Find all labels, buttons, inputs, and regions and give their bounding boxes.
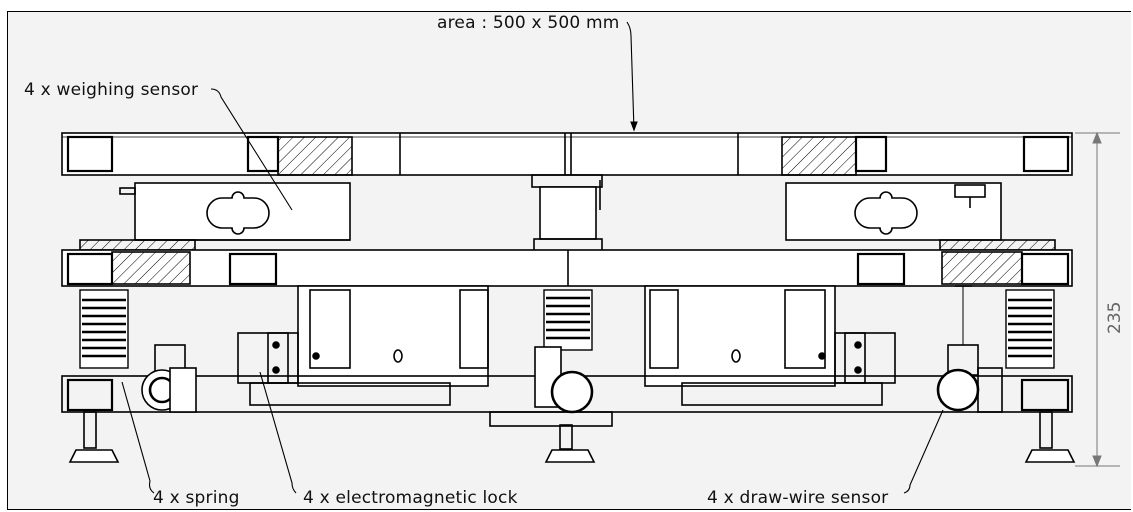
electromagnetic-lock-label: 4 x electromagnetic lock [303,488,518,508]
draw-wire-sensor-label: 4 x draw-wire sensor [707,488,889,508]
spring-label: 4 x spring [153,488,240,508]
feet [68,411,1076,463]
area-label: area : 500 x 500 mm [437,13,620,33]
draw-wire-sensors [141,285,1003,414]
height-dimension-line [1075,131,1120,468]
leader-lines [121,21,944,494]
height-dimension-value: 235 [1105,301,1125,334]
springs [79,289,1055,369]
weighing-sensor-right [785,182,1002,241]
electromagnetic-locks [237,285,896,387]
middle-plate [61,239,1073,287]
top-platform [61,132,1073,176]
weighing-sensor-label: 4 x weighing sensor [24,80,199,100]
center-column [531,174,603,252]
weighing-sensor-left [119,182,351,241]
